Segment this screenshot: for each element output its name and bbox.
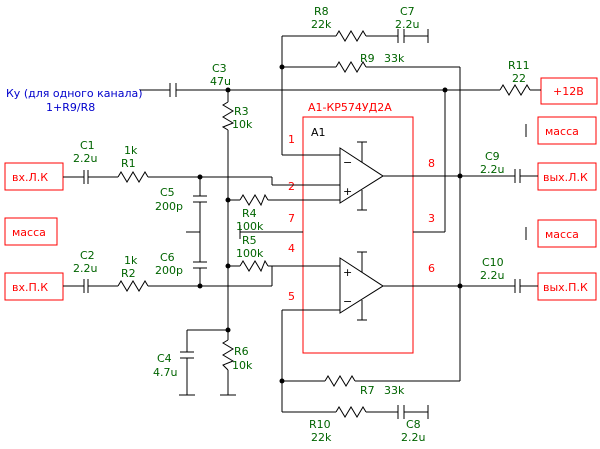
svg-text:−: − [343, 156, 352, 169]
label-c2-ref: C2 [80, 249, 95, 262]
junctions [197, 64, 463, 384]
label-r5-ref: R5 [242, 234, 257, 247]
label-c3-value: 47u [210, 75, 231, 88]
label-r5-value: 100k [236, 247, 264, 260]
terminal-gnd-right-1: масса [525, 116, 597, 145]
gain-note-line2: 1+R9/R8 [46, 101, 95, 114]
label-r11-ref: R11 [508, 59, 530, 72]
svg-text:вх.Л.К: вх.Л.К [12, 171, 48, 184]
label-c10-value: 2.2u [480, 269, 504, 282]
label-r2-ref: R2 [121, 267, 136, 280]
svg-text:вых.Л.К: вых.Л.К [543, 171, 588, 184]
label-c8-value: 2.2u [401, 431, 425, 444]
label-r1-value: 1k [124, 144, 138, 157]
label-r9-ref: R9 [360, 52, 375, 65]
label-c6-ref: C6 [160, 251, 175, 264]
label-r10-value: 22k [311, 431, 332, 444]
component-labels: C1 2.2u 1k R1 C2 2.2u 1k R2 C3 47u R3 10… [73, 5, 530, 444]
label-c3-ref: C3 [212, 62, 227, 75]
svg-text:вых.П.К: вых.П.К [543, 281, 588, 294]
label-r10-ref: R10 [309, 418, 331, 431]
label-r6-value: 10k [232, 359, 253, 372]
label-r8-value: 22k [311, 18, 332, 31]
pin-1: 1 [288, 133, 295, 146]
label-c10-ref: C10 [482, 256, 504, 269]
terminal-power: +12В [540, 77, 598, 105]
label-c6-value: 200p [155, 264, 183, 277]
svg-text:−: − [343, 295, 352, 308]
pin-8: 8 [428, 157, 435, 170]
label-r3-value: 10k [232, 118, 253, 131]
opamp-2: + − [339, 251, 384, 321]
ic-ref: A1 [311, 126, 326, 139]
label-c4-value: 4.7u [153, 366, 177, 379]
gain-note-line1: Ку (для одного канала) [6, 87, 143, 100]
svg-text:масса: масса [12, 226, 46, 239]
label-c2-value: 2.2u [73, 262, 97, 275]
capacitor-symbols [83, 29, 521, 419]
pin-4: 4 [288, 242, 295, 255]
resistor-symbols [117, 30, 531, 418]
label-r4-value: 100k [236, 220, 264, 233]
terminal-gnd-left: масса [4, 217, 58, 246]
terminal-out-right: вых.П.К [537, 272, 597, 301]
terminal-out-left: вых.Л.К [537, 162, 597, 191]
label-r11-value: 22 [512, 72, 526, 85]
svg-text:вх.П.К: вх.П.К [12, 281, 48, 294]
label-r2-value: 1k [124, 254, 138, 267]
label-r4-ref: R4 [242, 207, 257, 220]
label-c8-ref: C8 [406, 418, 421, 431]
svg-text:масса: масса [545, 228, 579, 241]
svg-text:+: + [343, 266, 352, 279]
svg-text:масса: масса [545, 125, 579, 138]
label-r3-ref: R3 [234, 105, 249, 118]
pin-3: 3 [428, 212, 435, 225]
label-r9-value: 33k [384, 52, 405, 65]
label-c9-value: 2.2u [480, 163, 504, 176]
label-c9-ref: C9 [485, 150, 500, 163]
opamp-1: − + [339, 141, 384, 211]
label-c4-ref: C4 [157, 352, 172, 365]
ic-body [302, 116, 414, 354]
label-r1-ref: R1 [121, 157, 136, 170]
label-r8-ref: R8 [314, 5, 329, 18]
pin-2: 2 [288, 180, 295, 193]
label-c7-ref: C7 [400, 5, 415, 18]
label-c1-ref: C1 [80, 139, 95, 152]
terminal-gnd-right-2: масса [525, 219, 597, 248]
label-c5-ref: C5 [160, 186, 175, 199]
pin-5: 5 [288, 290, 295, 303]
label-c1-value: 2.2u [73, 152, 97, 165]
label-r6-ref: R6 [234, 345, 249, 358]
pin-7: 7 [288, 212, 295, 225]
label-c5-value: 200p [155, 200, 183, 213]
label-r7-value: 33k [384, 384, 405, 397]
svg-text:+12В: +12В [553, 85, 584, 98]
svg-text:+: + [343, 185, 352, 198]
label-c7-value: 2.2u [395, 18, 419, 31]
terminal-in-left: вх.Л.К [4, 162, 64, 191]
label-r7-ref: R7 [360, 384, 375, 397]
pin-6: 6 [428, 262, 435, 275]
ic-name: A1-КР574УД2А [308, 101, 392, 114]
terminal-in-right: вх.П.К [4, 272, 64, 301]
